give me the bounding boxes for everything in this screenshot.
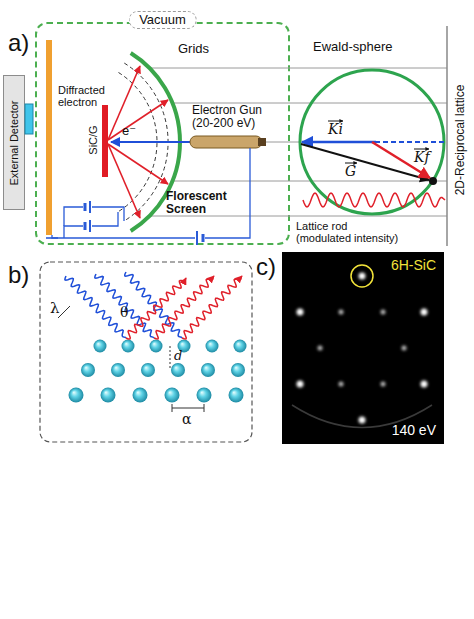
projection-line xyxy=(266,142,300,143)
symbol-label: λ xyxy=(50,300,60,317)
detector-window xyxy=(25,104,33,134)
atom xyxy=(69,388,84,403)
wire xyxy=(92,212,118,226)
lattice-rod-intensity xyxy=(303,193,445,207)
part-label: Electron Gun (20-200 eV) xyxy=(192,104,282,131)
atom-spacing-line xyxy=(172,408,204,409)
reciprocal-vector xyxy=(301,144,429,180)
scattered-wave xyxy=(126,278,186,339)
external-detector: External Detector xyxy=(3,75,25,210)
diffracted-beam xyxy=(108,66,140,140)
electron-gun-cap xyxy=(258,138,266,146)
electron-gun xyxy=(190,136,262,148)
wire xyxy=(52,235,195,238)
sample-label: SiC/G xyxy=(87,125,99,154)
atom xyxy=(165,388,180,403)
intersection-point xyxy=(429,177,437,185)
phosphor-plate xyxy=(46,40,52,235)
electron-symbol: e⁻ xyxy=(122,124,136,139)
atom xyxy=(234,340,247,353)
diagram-label: Ewald-sphere xyxy=(313,40,393,55)
ground-symbol xyxy=(46,237,58,239)
ewald-sphere xyxy=(300,70,444,214)
incident-wave xyxy=(125,272,182,338)
diffracted-beam xyxy=(108,144,168,184)
projection-line xyxy=(149,68,447,69)
battery-plate xyxy=(84,222,87,230)
part-label: Grids xyxy=(178,42,209,57)
vector-label: Kf xyxy=(414,150,430,166)
atom xyxy=(133,388,148,403)
wire xyxy=(64,207,83,226)
incident-beam xyxy=(111,141,190,143)
panel-label: b) xyxy=(8,262,29,289)
dimension-tick xyxy=(172,404,173,412)
axis-label: 2D-Reciprocal lattice xyxy=(454,85,467,196)
wire xyxy=(64,226,83,238)
panel-frame xyxy=(40,262,252,442)
atom xyxy=(231,363,245,377)
atom xyxy=(150,340,163,353)
sample xyxy=(102,105,108,177)
symbol-label: θ xyxy=(120,305,128,321)
atom xyxy=(201,363,215,377)
atom xyxy=(171,363,185,377)
part-label: Diffracted electron xyxy=(58,84,120,109)
atom xyxy=(122,340,135,353)
atom xyxy=(101,388,116,403)
wire xyxy=(92,207,124,221)
atom-lattice xyxy=(69,340,247,403)
detector-label: External Detector xyxy=(8,100,20,185)
incident-wave xyxy=(65,276,126,338)
scattered-wave xyxy=(154,276,214,339)
atom xyxy=(197,388,212,403)
atom xyxy=(206,340,219,353)
leed-pattern-image: 6H-SiC 140 eV xyxy=(282,252,444,444)
battery-plate xyxy=(202,234,205,242)
wave-vector-extension xyxy=(376,141,444,143)
dimension-tick xyxy=(204,404,205,412)
lattice-rod-wave xyxy=(303,193,445,207)
atom xyxy=(94,340,107,353)
battery-plate xyxy=(89,220,91,232)
wavelength-marker xyxy=(58,306,70,318)
chamber-label: Vacuum xyxy=(128,11,197,29)
vector-label: Ki xyxy=(328,122,343,138)
scattered-wave xyxy=(182,276,242,339)
rod-label: Lattice rod (modulated intensity) xyxy=(296,220,405,245)
vector-label: G xyxy=(345,164,356,180)
diffracted-beam xyxy=(108,144,140,218)
symbol-label: α xyxy=(182,412,191,428)
symbol-label: d xyxy=(174,349,182,364)
energy-label: 140 eV xyxy=(392,423,436,438)
material-label: 6H-SiC xyxy=(391,258,436,273)
panel-label: a) xyxy=(8,30,29,57)
projection-line xyxy=(172,181,447,182)
incident-wave-vector xyxy=(302,141,376,144)
atom xyxy=(111,363,125,377)
atom xyxy=(141,363,155,377)
atom xyxy=(81,363,95,377)
battery-plate xyxy=(89,201,91,213)
projection-lines xyxy=(149,68,447,216)
part-label: Florescent Screen xyxy=(166,190,246,217)
atom xyxy=(229,388,244,403)
battery-plate xyxy=(196,231,198,245)
diffracted-beams xyxy=(108,66,168,218)
panel-label: c) xyxy=(256,254,276,281)
diffracted-beam xyxy=(108,100,168,140)
grid-arc xyxy=(119,73,157,212)
grid-arc xyxy=(124,63,168,221)
projection-line xyxy=(180,142,190,143)
diffracted-wave-vector xyxy=(372,142,430,178)
layer-spacing-line xyxy=(170,346,171,370)
battery-plate xyxy=(84,203,87,211)
electron-waves xyxy=(65,272,242,339)
incident-wave xyxy=(95,274,154,338)
reciprocal-lattice-line xyxy=(446,26,448,246)
wiring xyxy=(46,148,250,245)
vacuum-chamber: Vacuum xyxy=(35,22,290,245)
